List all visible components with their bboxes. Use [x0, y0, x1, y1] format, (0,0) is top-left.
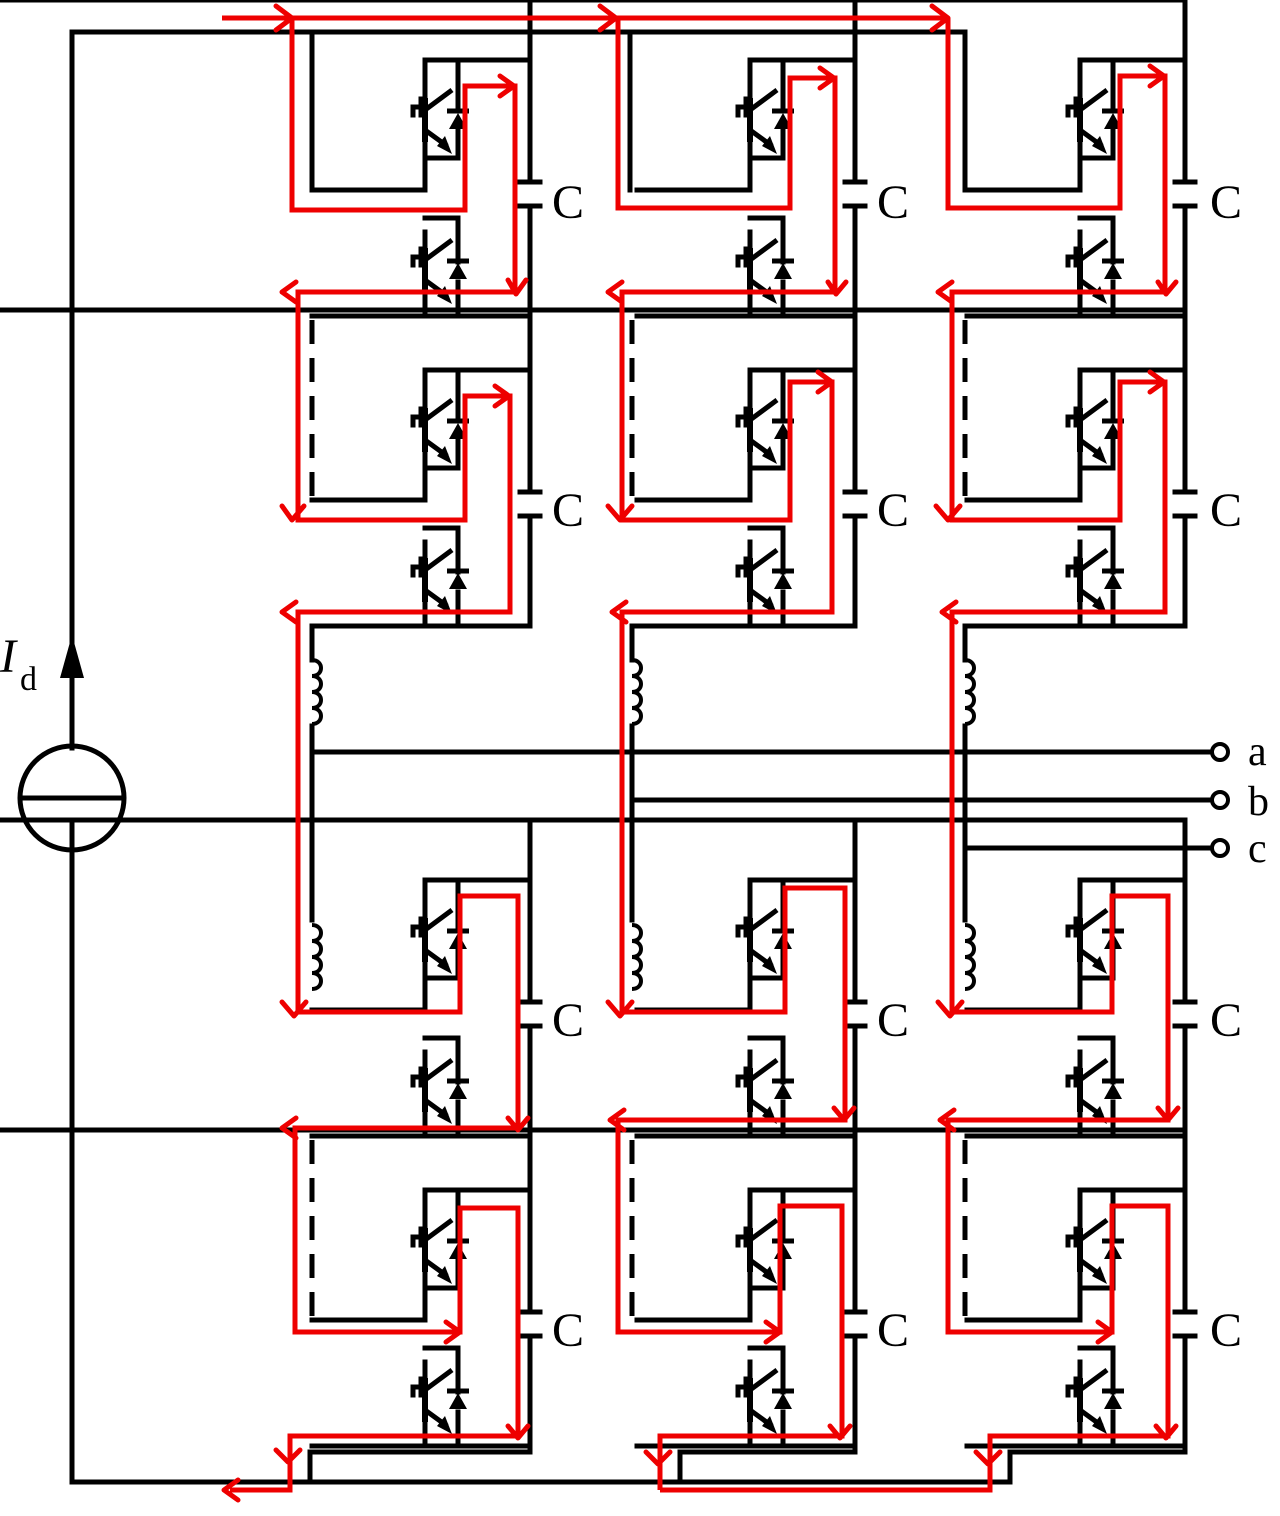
- capacitor-label: C: [552, 484, 584, 537]
- current-symbol: I: [0, 630, 18, 683]
- capacitor-label: C: [1210, 1304, 1242, 1357]
- phase-leg-a: [0, 0, 540, 1446]
- capacitor-label: C: [552, 176, 584, 229]
- current-direction-arrow: [60, 635, 84, 678]
- capacitor-label: C: [877, 176, 909, 229]
- capacitor-label: C: [1210, 994, 1242, 1047]
- capacitor-label: C: [877, 484, 909, 537]
- ac-output-lines: a b c: [309, 729, 1269, 872]
- capacitor-label: C: [552, 1304, 584, 1357]
- capacitor-label: C: [877, 1304, 909, 1357]
- terminal-a-label: a: [1248, 729, 1267, 775]
- terminal-a: [1210, 742, 1230, 762]
- dc-buses: [269, 29, 1188, 1485]
- capacitor-label: C: [552, 994, 584, 1047]
- current-source-symbol: [17, 743, 127, 853]
- phase-leg-b: [325, 0, 865, 1446]
- terminal-b-label: b: [1248, 779, 1269, 825]
- capacitor-label: C: [1210, 176, 1242, 229]
- terminal-b: [1210, 790, 1230, 810]
- dc-source-branch: I d: [0, 29, 313, 1485]
- capacitor-label: C: [877, 994, 909, 1047]
- phase-leg-c: [655, 0, 1195, 1446]
- capacitor-labels: C C C C C C C C C C C C: [552, 176, 1242, 1357]
- capacitor-label: C: [1210, 484, 1242, 537]
- current-path: [221, 3, 1181, 1503]
- current-subscript: d: [20, 661, 37, 698]
- terminal-c: [1210, 838, 1230, 858]
- terminal-c-label: c: [1248, 826, 1267, 872]
